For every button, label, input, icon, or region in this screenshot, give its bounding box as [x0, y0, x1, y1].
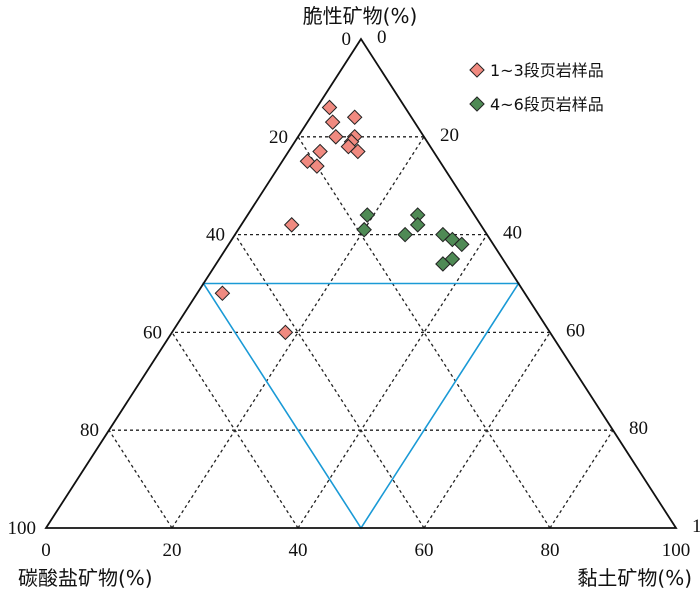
- left-tick-label: 20: [269, 127, 288, 148]
- legend-item-series-2: 4~6段页岩样品: [469, 95, 604, 114]
- point-series-1-11: [309, 158, 325, 174]
- grid-line-carbonate-60: [171, 332, 299, 529]
- left-tick-label: 0: [342, 29, 352, 50]
- bottom-tick-label: 40: [289, 540, 308, 561]
- grid-lines: [108, 136, 614, 529]
- right-tick-label: 80: [629, 418, 648, 439]
- point-series-1-12: [283, 217, 300, 233]
- left-tick-label: 60: [143, 322, 162, 343]
- data-points: [214, 99, 470, 341]
- point-series-2-2: [359, 207, 376, 223]
- legend-label-series-2: 4~6段页岩样品: [490, 95, 604, 114]
- right-tick-label: 20: [440, 125, 459, 146]
- bottom-tick-label: 60: [415, 540, 434, 561]
- region-outline: [202, 282, 520, 530]
- point-series-1-1: [321, 99, 338, 116]
- tick-labels: 020406080100020406080100100806040200: [8, 27, 700, 561]
- legend-label-series-1: 1~3段页岩样品: [490, 61, 604, 80]
- bottom-tick-label: 20: [163, 540, 182, 561]
- point-series-1-9: [312, 143, 328, 160]
- point-series-1-14: [277, 324, 294, 341]
- right-axis-title: 黏土矿物(%): [577, 566, 692, 590]
- point-series-1-13: [214, 285, 231, 302]
- grid-line-clay-80: [549, 429, 614, 529]
- point-series-2-5: [397, 226, 413, 243]
- point-series-2-4: [356, 221, 372, 238]
- bottom-tick-label: 0: [41, 540, 51, 561]
- left-tick-label: 80: [80, 420, 99, 441]
- bottom-tick-label: 100: [662, 540, 691, 561]
- triangle-outline: [44, 37, 678, 529]
- legend-marker-series-1: [469, 62, 485, 78]
- grid-line-clay-60: [423, 332, 551, 529]
- grid-line-carbonate-40: [234, 234, 425, 529]
- legend-item-series-1: 1~3段页岩样品: [469, 61, 604, 80]
- right-tick-label: 100: [692, 516, 700, 537]
- point-series-2-10: [435, 256, 451, 272]
- point-series-1-2: [324, 114, 341, 130]
- point-series-2-8: [454, 236, 470, 253]
- legend-marker-series-2: [469, 96, 485, 112]
- point-series-2-3: [409, 217, 426, 233]
- left-tick-label: 100: [8, 518, 37, 539]
- point-series-1-3: [346, 109, 363, 126]
- top-axis-title: 脆性矿物(%): [303, 4, 418, 28]
- grid-line-clay-40: [297, 234, 488, 529]
- left-axis-title: 碳酸盐矿物(%): [18, 566, 153, 590]
- left-tick-label: 40: [206, 225, 225, 246]
- point-series-2-1: [409, 207, 426, 223]
- bottom-tick-label: 80: [541, 540, 560, 561]
- grid-line-carbonate-80: [108, 429, 173, 529]
- legend: 1~3段页岩样品 4~6段页岩样品: [469, 61, 604, 114]
- point-series-1-5: [328, 129, 344, 145]
- triangle-frame: [44, 37, 678, 529]
- region-triangle: [202, 282, 520, 530]
- right-tick-label: 60: [566, 320, 585, 341]
- point-series-1-8: [350, 143, 366, 160]
- right-tick-label: 40: [503, 223, 522, 244]
- right-tick-label: 0: [377, 27, 387, 48]
